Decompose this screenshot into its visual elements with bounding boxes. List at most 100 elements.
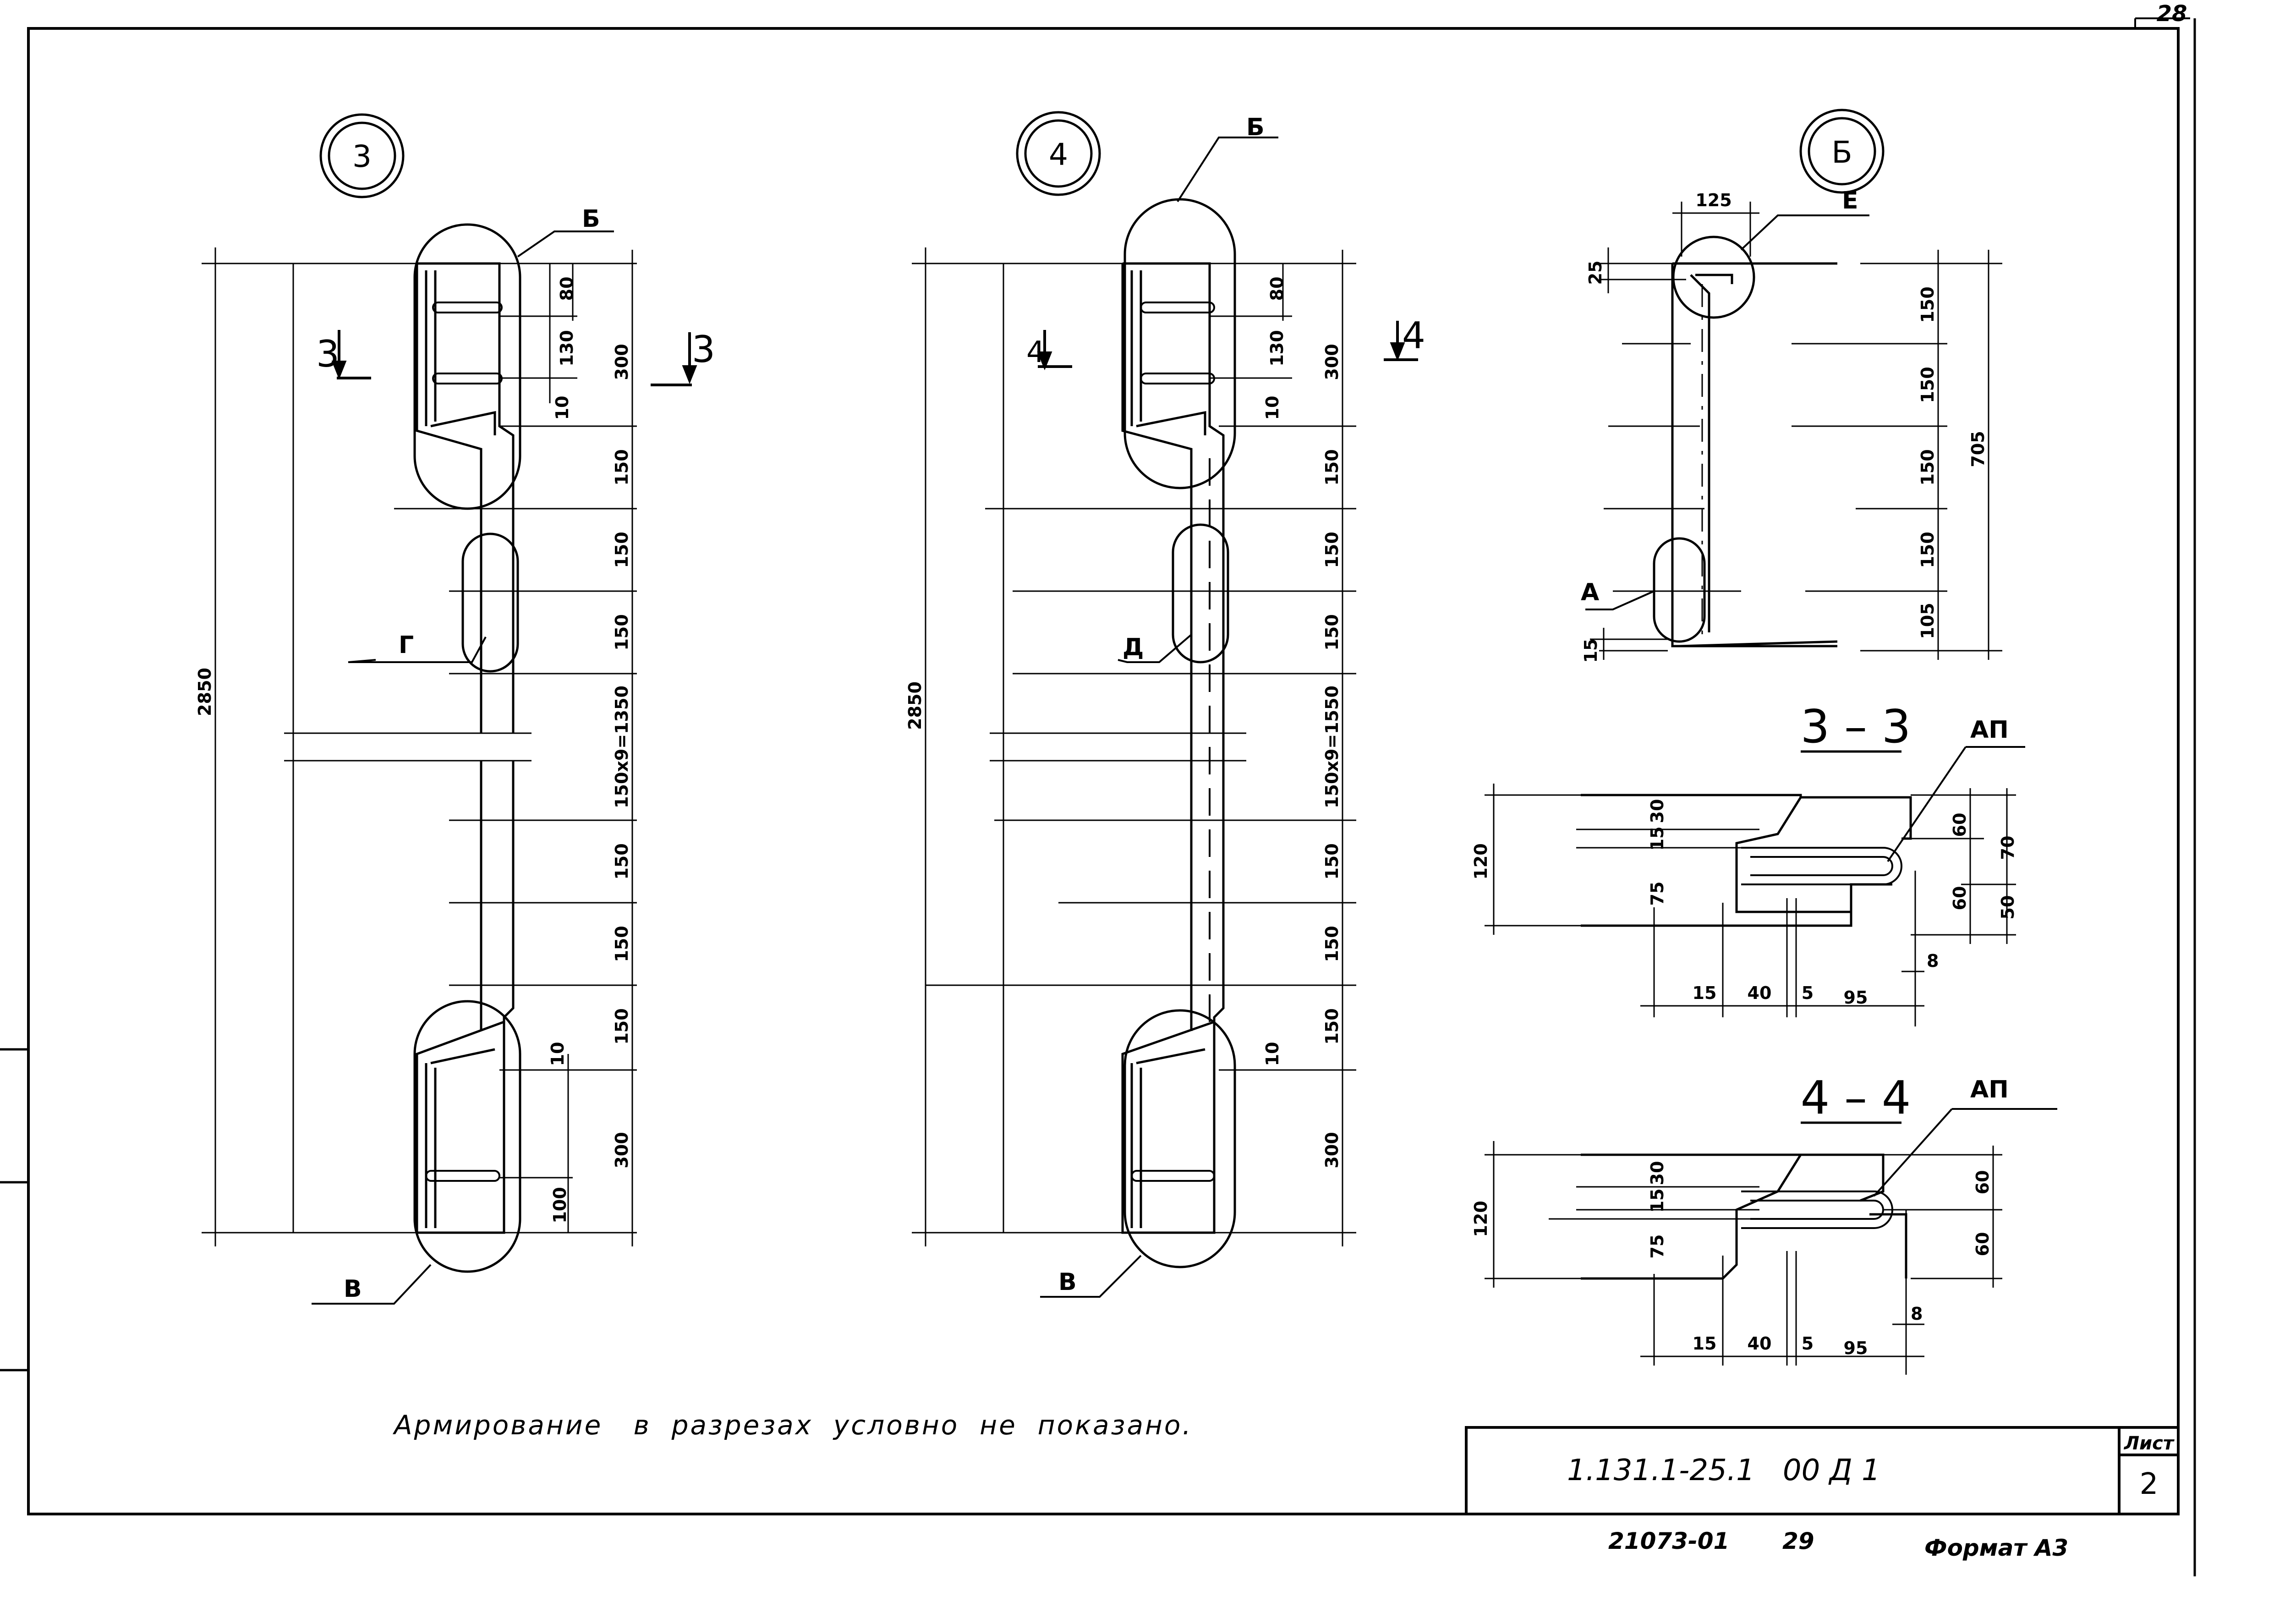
dim-3-150-d: 150 <box>612 843 632 879</box>
view-4-cut-marks <box>1037 321 1418 371</box>
dim-3-130: 130 <box>557 330 577 366</box>
dim-3-150x9: 150x9=1350 <box>612 686 632 808</box>
dim-44-120: 120 <box>1471 1201 1491 1237</box>
leader-4-top: Б <box>1246 114 1265 141</box>
dim-4-150-e: 150 <box>1322 926 1342 962</box>
section-3-3-dimension-lines <box>1485 784 2016 1026</box>
dim-33-50: 50 <box>1998 895 2018 920</box>
dim-4-10-bottom: 10 <box>1262 1042 1282 1066</box>
section-4-4-leader-label: АП <box>1970 1076 2009 1103</box>
view-b-right-dims: 150 150 150 150 105 705 <box>1918 286 1988 639</box>
dim-4-80: 80 <box>1267 277 1287 301</box>
dim-4-total: 2850 <box>905 681 925 730</box>
view-3-panel-outline <box>416 262 515 1234</box>
dim-3-150-b: 150 <box>612 532 632 568</box>
view-3-cut-marks <box>331 330 697 386</box>
dim-44-b40: 40 <box>1748 1333 1772 1354</box>
dim-3-300-bottom: 300 <box>612 1132 632 1168</box>
dim-4-150x9: 150x9=1550 <box>1322 686 1342 808</box>
dim-33-b95: 95 <box>1844 988 1868 1008</box>
view-b-leaders <box>1585 214 1869 610</box>
section-4-4-hook <box>1741 1191 1893 1229</box>
dim-4-150-c: 150 <box>1322 614 1342 650</box>
section-4-4-outline <box>1581 1153 1907 1280</box>
dim-33-b15: 15 <box>1693 983 1717 1003</box>
dim-44-15: 15 <box>1647 1189 1667 1213</box>
view-b-dimension-lines <box>1590 202 2002 660</box>
section-3-3-leader <box>1887 746 1967 862</box>
sheet-frame <box>0 17 2196 1576</box>
leader-4-bottom: В <box>1058 1268 1077 1296</box>
section-3-3-leader-label: АП <box>1970 716 2009 744</box>
dim-44-8: 8 <box>1911 1304 1923 1324</box>
dim-4-10-top: 10 <box>1262 396 1282 420</box>
sheet-number-top: 28 <box>2157 1 2187 27</box>
section-4-4-title: 4 – 4 <box>1801 1071 1911 1125</box>
callout-b-circle <box>1799 109 1885 194</box>
view-3-right-dims: 300 150 150 150 150x9=1350 150 150 150 3… <box>548 277 632 1223</box>
dim-b-150-a: 150 <box>1918 286 1938 323</box>
cut-mark-4-left: 4 <box>1026 335 1045 369</box>
footer-page-number: 29 <box>1782 1528 1814 1554</box>
view-3-leaders <box>312 230 614 1305</box>
cut-mark-4-right: 4 <box>1402 314 1425 357</box>
view-4-bars <box>1131 302 1215 1182</box>
dim-b-25: 25 <box>1585 261 1606 285</box>
dim-44-75: 75 <box>1647 1234 1667 1259</box>
leader-b-bottom: А <box>1581 579 1599 606</box>
view-3: 3 <box>195 113 715 1305</box>
dim-4-300-top: 300 <box>1322 344 1342 380</box>
dim-b-150-d: 150 <box>1918 532 1938 568</box>
dim-3-100: 100 <box>550 1187 570 1223</box>
view-3-detail-ovals <box>413 223 521 1273</box>
dim-44-60-top: 60 <box>1973 1170 1993 1195</box>
dim-b-150-c: 150 <box>1918 449 1938 485</box>
reinforcement-note: Армирование в разрезах условно не показа… <box>392 1410 1193 1441</box>
dim-3-10-top: 10 <box>552 396 572 420</box>
view-4-right-dims: 300 150 150 150 150x9=1550 150 150 150 3… <box>1262 277 1342 1169</box>
dim-3-150-c: 150 <box>612 614 632 650</box>
view-4-panel-outline <box>1121 262 1225 1234</box>
view-3-bars <box>425 302 503 1182</box>
dim-33-60-bottom: 60 <box>1950 886 1970 911</box>
view-4-dimension-lines <box>912 247 1356 1246</box>
dim-33-b5: 5 <box>1802 983 1814 1003</box>
dim-4-150-f: 150 <box>1322 1008 1342 1044</box>
dim-3-150-a: 150 <box>612 449 632 485</box>
callout-3-label: 3 <box>352 139 372 174</box>
dim-3-total: 2850 <box>195 668 215 716</box>
leader-3-bottom: В <box>344 1275 362 1303</box>
leader-3-mid: Г <box>399 631 414 659</box>
section-4-4: 4 – 4 <box>1471 1071 2057 1375</box>
dim-33-b40: 40 <box>1748 983 1772 1003</box>
section-3-3-title: 3 – 3 <box>1801 700 1911 753</box>
leader-b-top: Е <box>1842 187 1858 214</box>
dim-44-b5: 5 <box>1802 1333 1814 1354</box>
dim-4-300-bottom: 300 <box>1322 1132 1342 1168</box>
dim-44-30: 30 <box>1647 1161 1667 1185</box>
callout-4-circle <box>1016 111 1101 196</box>
title-block <box>1465 1426 2180 1515</box>
dim-b-705: 705 <box>1968 431 1988 467</box>
dim-b-15: 15 <box>1581 639 1601 663</box>
callout-3-circle <box>319 113 405 198</box>
dim-4-150-b: 150 <box>1322 532 1342 568</box>
dim-3-80: 80 <box>557 277 577 301</box>
dim-33-15: 15 <box>1647 827 1667 851</box>
dim-3-150-e: 150 <box>612 926 632 962</box>
dim-44-60-bottom: 60 <box>1973 1232 1993 1256</box>
section-3-3-hook <box>1741 847 1902 885</box>
section-3-3-outline <box>1581 794 1912 927</box>
title-block-sheet-number: 2 <box>2140 1467 2159 1501</box>
view-4: 4 <box>905 111 1425 1298</box>
dim-44-b15: 15 <box>1693 1333 1717 1354</box>
callout-4-label: 4 <box>1049 137 1068 172</box>
view-b-panel-outline <box>1671 262 1838 647</box>
dim-b-150-b: 150 <box>1918 367 1938 403</box>
section-4-4-dimension-lines <box>1485 1141 2002 1375</box>
callout-b-label: Б <box>1831 135 1852 170</box>
leader-3-top: Б <box>582 205 600 233</box>
section-3-3: 3 – 3 <box>1471 700 2025 1026</box>
title-block-code: 1.131.1-25.1 00 Д 1 <box>1567 1454 1880 1487</box>
